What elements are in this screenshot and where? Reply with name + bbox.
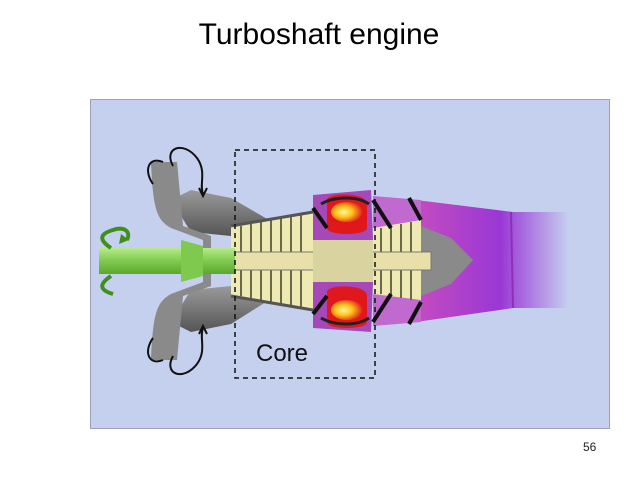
- output-shaft: [99, 248, 235, 274]
- exhaust-duct: [416, 200, 569, 322]
- intake-flow-arrow-top: [169, 147, 204, 195]
- engine-diagram: [90, 99, 610, 429]
- core-boundary: [234, 149, 376, 379]
- exhaust-nozzle: [510, 211, 514, 309]
- engine-diagram-art: [91, 100, 609, 428]
- combustor-bottom: [320, 286, 370, 328]
- page-number: 56: [583, 440, 597, 454]
- structural-struts: [311, 197, 423, 325]
- slide-title: Turboshaft engine: [198, 18, 440, 51]
- rotation-arrow: [100, 226, 131, 250]
- exhaust-cone: [421, 226, 473, 296]
- intake-flow-arrow-bottom: [169, 327, 204, 375]
- intake-cone: [151, 162, 211, 360]
- core-label: Core: [256, 340, 309, 367]
- output-shaft-coupling: [181, 240, 203, 282]
- combustor-top: [320, 194, 370, 234]
